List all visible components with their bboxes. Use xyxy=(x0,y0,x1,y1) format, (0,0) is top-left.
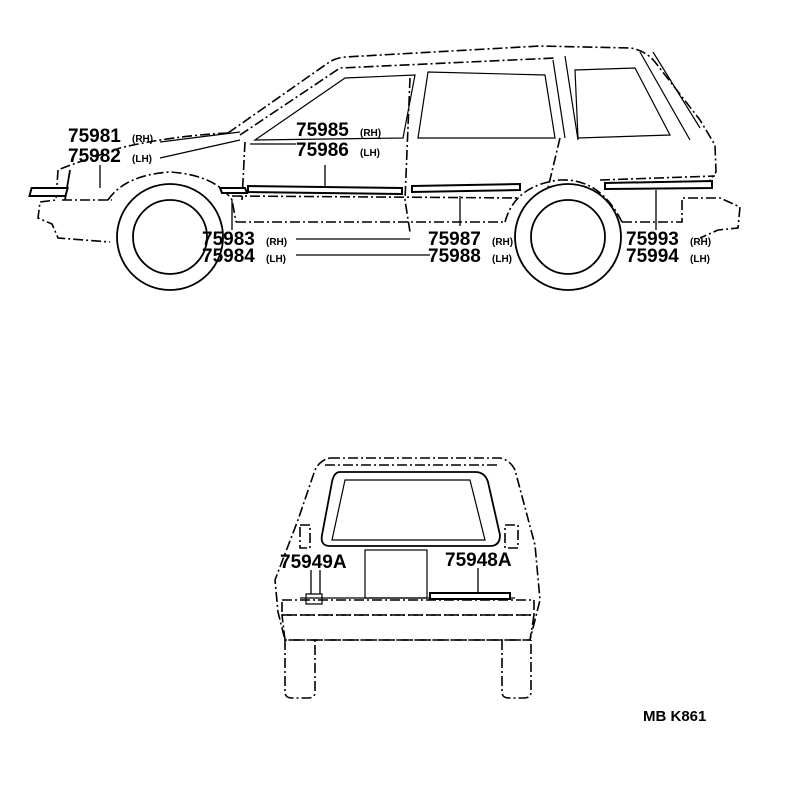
part-number: 75994 xyxy=(626,246,679,267)
side-label: (LH) xyxy=(266,254,286,265)
leader-lines-side xyxy=(99,131,657,256)
part-number: 75984 xyxy=(202,246,255,267)
callout-75948A: 75948A xyxy=(445,550,512,571)
side-label: (RH) xyxy=(360,128,381,139)
part-number: 75993 xyxy=(626,229,679,250)
part-number: 75988 xyxy=(428,246,481,267)
part-number: 75983 xyxy=(202,229,255,250)
callout-75988: 75988 (LH) xyxy=(428,246,512,267)
side-label: (LH) xyxy=(132,154,152,165)
callout-75987: 75987 (RH) xyxy=(428,229,513,250)
side-label: (LH) xyxy=(492,254,512,265)
part-number: 75949A xyxy=(280,552,347,573)
side-label: (LH) xyxy=(360,148,380,159)
part-number: 75981 xyxy=(68,126,121,147)
callout-75983: 75983 (RH) xyxy=(202,229,287,250)
side-label: (LH) xyxy=(690,254,710,265)
callout-75986: 75986 (LH) xyxy=(296,140,380,161)
callout-75984: 75984 (LH) xyxy=(202,246,286,267)
part-number: 75987 xyxy=(428,229,481,250)
callout-75981: 75981 (RH) xyxy=(68,126,153,147)
side-label: (RH) xyxy=(690,237,711,248)
part-number: 75982 xyxy=(68,146,121,167)
part-number: 75985 xyxy=(296,120,349,141)
side-label: (RH) xyxy=(132,134,153,145)
figure-code: MB K861 xyxy=(643,708,706,725)
callout-75982: 75982 (LH) xyxy=(68,146,152,167)
side-label: (RH) xyxy=(266,237,287,248)
callout-75949A: 75949A xyxy=(280,552,347,573)
part-number: 75948A xyxy=(445,550,512,571)
vehicle-rear-view xyxy=(274,457,541,699)
part-number: 75986 xyxy=(296,140,349,161)
callout-75993: 75993 (RH) xyxy=(626,229,711,250)
side-label: (RH) xyxy=(492,237,513,248)
leader-lines-rear xyxy=(310,568,479,594)
callout-75985: 75985 (RH) xyxy=(296,120,381,141)
callout-75994: 75994 (LH) xyxy=(626,246,710,267)
